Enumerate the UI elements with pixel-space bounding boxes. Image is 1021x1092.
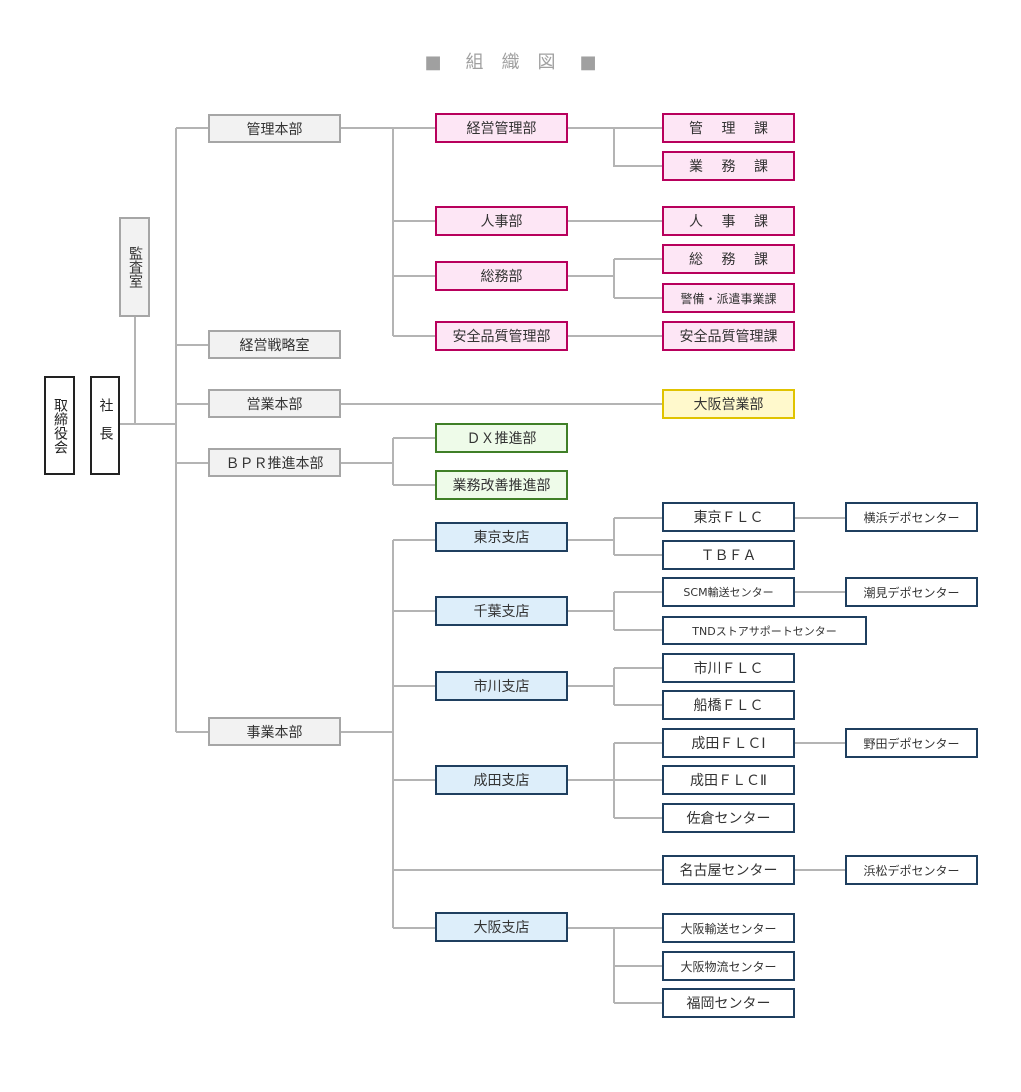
section-somu-box: 総 務 課 xyxy=(662,244,795,274)
audit-office-box: 監査室 xyxy=(119,217,150,317)
title-text: 組織図 xyxy=(465,52,574,73)
hq-eigyo-box: 営業本部 xyxy=(208,389,341,418)
center-fukuoka-box: 福岡センター xyxy=(662,988,795,1018)
branch-nagoya-box: 名古屋センター xyxy=(662,855,795,885)
dept-dx-label: ＤＸ推進部 xyxy=(466,431,537,447)
center-ichikawa-flc-label: 市川ＦＬＣ xyxy=(693,661,764,677)
center-funabashi-flc-box: 船橋ＦＬＣ xyxy=(662,690,795,720)
section-keibi-label: 警備・派遣事業課 xyxy=(680,291,777,306)
branch-osaka-label: 大阪支店 xyxy=(473,920,530,936)
branch-ichikawa-box: 市川支店 xyxy=(435,671,568,701)
dept-anzen-label: 安全品質管理部 xyxy=(452,329,551,345)
section-jinji-label: 人 事 課 xyxy=(689,214,768,230)
hq-kanri-box: 管理本部 xyxy=(208,114,341,143)
depot-noda-box: 野田デポセンター xyxy=(845,728,978,758)
section-kanri-box: 管 理 課 xyxy=(662,113,795,143)
chart-title: ■組織図■ xyxy=(0,48,1021,74)
center-tokyo-flc-box: 東京ＦＬＣ xyxy=(662,502,795,532)
president-box: 社長 xyxy=(90,376,120,475)
title-left-square-icon: ■ xyxy=(424,52,442,73)
center-scm-label: SCM輸送センター xyxy=(683,586,774,599)
branch-osaka-box: 大阪支店 xyxy=(435,912,568,942)
depot-hamamatsu-label: 浜松デポセンター xyxy=(863,863,960,878)
hq-jigyo-box: 事業本部 xyxy=(208,717,341,746)
board-label: 取締役会 xyxy=(52,397,68,454)
center-funabashi-flc-label: 船橋ＦＬＣ xyxy=(693,698,764,714)
section-somu-label: 総 務 課 xyxy=(689,252,768,268)
dept-keiei-kanri-box: 経営管理部 xyxy=(435,113,568,143)
title-right-square-icon: ■ xyxy=(579,52,597,73)
section-keibi-box: 警備・派遣事業課 xyxy=(662,283,795,313)
branch-nagoya-label: 名古屋センター xyxy=(679,863,778,879)
center-sakura-box: 佐倉センター xyxy=(662,803,795,833)
section-osaka-eigyo-label: 大阪営業部 xyxy=(693,397,764,413)
section-anzen-box: 安全品質管理課 xyxy=(662,321,795,351)
dept-jinji-box: 人事部 xyxy=(435,206,568,236)
president-label: 社長 xyxy=(97,397,114,454)
branch-chiba-box: 千葉支店 xyxy=(435,596,568,626)
center-narita-flc1-label: 成田ＦＬＣⅠ xyxy=(691,736,766,752)
center-osaka-butsuryu-box: 大阪物流センター xyxy=(662,951,795,981)
hq-senryaku-label: 経営戦略室 xyxy=(239,337,310,354)
branch-narita-label: 成田支店 xyxy=(473,773,530,789)
dept-gyomu-kaizen-box: 業務改善推進部 xyxy=(435,470,568,500)
section-kanri-label: 管 理 課 xyxy=(689,121,768,137)
hq-bpr-box: ＢＰＲ推進本部 xyxy=(208,448,341,477)
branch-narita-box: 成田支店 xyxy=(435,765,568,795)
hq-jigyo-label: 事業本部 xyxy=(246,724,303,741)
dept-anzen-box: 安全品質管理部 xyxy=(435,321,568,351)
dept-somu-label: 総務部 xyxy=(480,269,523,285)
section-gyomu-label: 業 務 課 xyxy=(689,159,768,175)
center-fukuoka-label: 福岡センター xyxy=(686,996,771,1012)
board-of-directors-box: 取締役会 xyxy=(44,376,75,475)
hq-bpr-label: ＢＰＲ推進本部 xyxy=(225,455,324,472)
branch-tokyo-box: 東京支店 xyxy=(435,522,568,552)
dept-jinji-label: 人事部 xyxy=(480,214,523,230)
dept-keiei-kanri-label: 経営管理部 xyxy=(466,121,537,137)
branch-tokyo-label: 東京支店 xyxy=(473,530,530,546)
center-osaka-butsuryu-label: 大阪物流センター xyxy=(680,959,777,974)
center-scm-box: SCM輸送センター xyxy=(662,577,795,607)
depot-hamamatsu-box: 浜松デポセンター xyxy=(845,855,978,885)
dept-gyomu-kaizen-label: 業務改善推進部 xyxy=(452,478,551,494)
audit-label: 監査室 xyxy=(127,246,143,288)
center-tbfa-box: ＴＢＦＡ xyxy=(662,540,795,570)
branch-chiba-label: 千葉支店 xyxy=(473,604,530,620)
depot-yokohama-label: 横浜デポセンター xyxy=(863,510,960,525)
depot-noda-label: 野田デポセンター xyxy=(863,736,960,751)
center-narita-flc2-label: 成田ＦＬＣⅡ xyxy=(690,773,767,789)
dept-dx-box: ＤＸ推進部 xyxy=(435,423,568,453)
depot-ushiomi-label: 潮見デポセンター xyxy=(863,585,960,600)
center-tnd-box: TNDストアサポートセンター xyxy=(662,616,867,645)
dept-somu-box: 総務部 xyxy=(435,261,568,291)
section-anzen-label: 安全品質管理課 xyxy=(679,329,778,345)
center-tokyo-flc-label: 東京ＦＬＣ xyxy=(693,510,764,526)
section-jinji-box: 人 事 課 xyxy=(662,206,795,236)
hq-senryaku-box: 経営戦略室 xyxy=(208,330,341,359)
center-osaka-yuso-box: 大阪輸送センター xyxy=(662,913,795,943)
section-gyomu-box: 業 務 課 xyxy=(662,151,795,181)
center-ichikawa-flc-box: 市川ＦＬＣ xyxy=(662,653,795,683)
branch-ichikawa-label: 市川支店 xyxy=(473,679,530,695)
center-narita-flc2-box: 成田ＦＬＣⅡ xyxy=(662,765,795,795)
hq-eigyo-label: 営業本部 xyxy=(246,396,303,413)
hq-kanri-label: 管理本部 xyxy=(246,121,303,138)
section-osaka-eigyo-box: 大阪営業部 xyxy=(662,389,795,419)
center-sakura-label: 佐倉センター xyxy=(686,811,771,827)
center-osaka-yuso-label: 大阪輸送センター xyxy=(680,921,777,936)
depot-yokohama-box: 横浜デポセンター xyxy=(845,502,978,532)
center-tnd-label: TNDストアサポートセンター xyxy=(692,624,837,638)
center-tbfa-label: ＴＢＦＡ xyxy=(700,548,757,564)
center-narita-flc1-box: 成田ＦＬＣⅠ xyxy=(662,728,795,758)
depot-ushiomi-box: 潮見デポセンター xyxy=(845,577,978,607)
